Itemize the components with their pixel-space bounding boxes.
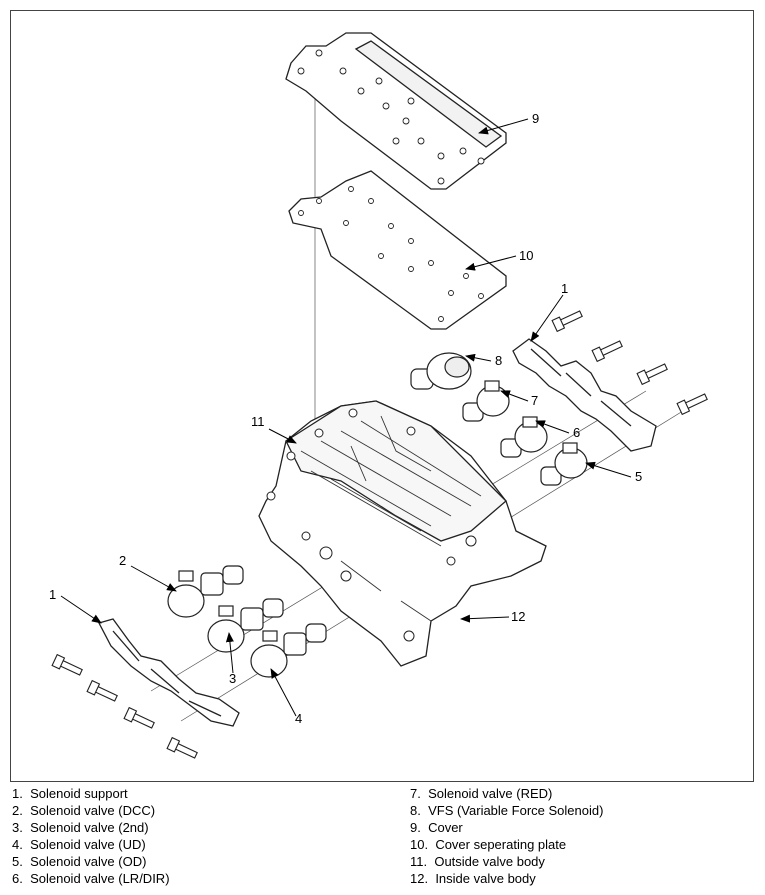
callout-11: 11 (251, 414, 265, 429)
legend-column-left: 1. Solenoid support 2. Solenoid valve (D… (12, 785, 170, 887)
callout-5: 5 (635, 469, 642, 484)
solenoid-vfs (410, 352, 472, 390)
legend-item: 2. Solenoid valve (DCC) (12, 803, 156, 818)
legend-item: 1. Solenoid support (12, 786, 128, 801)
exploded-view-illustration: 9 10 1 8 7 6 5 11 12 2 1 3 4 (49, 32, 708, 759)
legend-item: 3. Solenoid valve (2nd) (12, 820, 149, 835)
legend-item: 8. VFS (Variable Force Solenoid) (410, 803, 604, 818)
diagram-frame: 9 10 1 8 7 6 5 11 12 2 1 3 4 (10, 10, 754, 782)
callout-9: 9 (532, 111, 539, 126)
callout-6: 6 (573, 425, 580, 440)
callout-2: 2 (119, 553, 126, 568)
callout-arrows (60, 118, 632, 717)
cover-part (285, 32, 507, 190)
callout-7: 7 (531, 393, 538, 408)
solenoid-support-right (512, 338, 657, 452)
legend-item: 10. Cover seperating plate (410, 837, 567, 852)
legend-item: 5. Solenoid valve (OD) (12, 854, 147, 869)
solenoid-ud (250, 623, 327, 678)
legend-item: 9. Cover (410, 820, 463, 835)
solenoid-lr-dir (500, 416, 548, 458)
legend-column-right: 7. Solenoid valve (RED) 8. VFS (Variable… (410, 785, 603, 887)
separating-plate-part (288, 170, 507, 330)
bolts-right (551, 310, 708, 416)
callout-1-top: 1 (561, 281, 568, 296)
solenoid-support-left (98, 618, 240, 727)
callout-10: 10 (519, 248, 533, 263)
valve-body-part (258, 400, 547, 667)
legend-item: 12. Inside valve body (410, 871, 536, 886)
callout-3: 3 (229, 671, 236, 686)
parts-legend: 1. Solenoid support 2. Solenoid valve (D… (12, 785, 757, 890)
legend-item: 4. Solenoid valve (UD) (12, 837, 146, 852)
callout-1-left: 1 (49, 587, 56, 602)
legend-item: 6. Solenoid valve (LR/DIR) (12, 871, 170, 886)
callout-4: 4 (295, 711, 302, 726)
bolts-left (51, 653, 198, 759)
callout-8: 8 (495, 353, 502, 368)
callout-12: 12 (511, 609, 525, 624)
solenoid-od (540, 442, 588, 486)
solenoid-dcc (167, 565, 244, 618)
legend-item: 7. Solenoid valve (RED) (410, 786, 553, 801)
solenoid-2nd (207, 598, 284, 653)
callout-labels: 9 10 1 8 7 6 5 11 12 2 1 3 4 (49, 111, 642, 726)
legend-item: 11. Outside valve body (410, 854, 545, 869)
solenoid-red (462, 380, 510, 422)
